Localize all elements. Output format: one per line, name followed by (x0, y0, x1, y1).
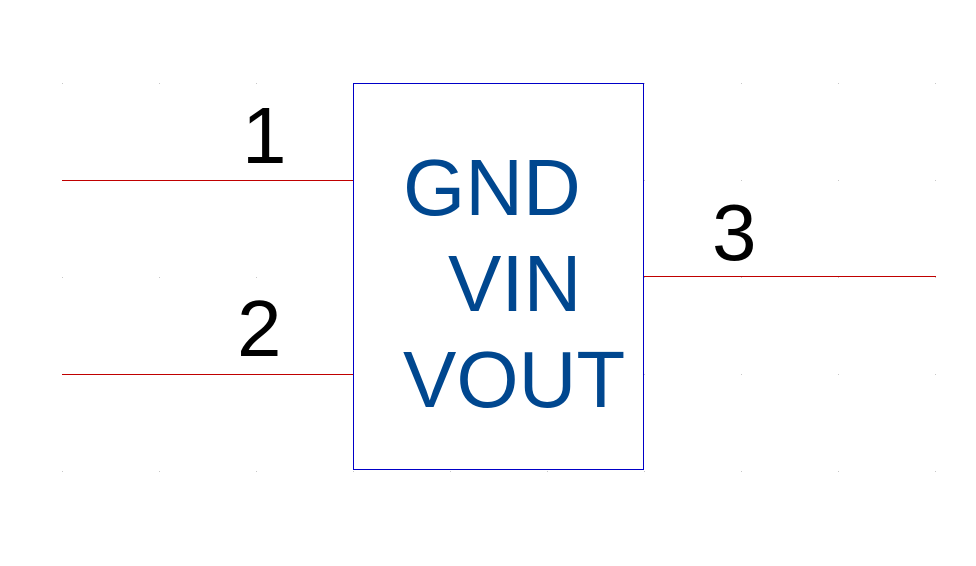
grid-dot (741, 374, 742, 375)
grid-dot (644, 83, 645, 84)
grid-dot (935, 277, 936, 278)
pin-1-number: 1 (242, 91, 287, 180)
grid-dot (838, 180, 839, 181)
pin-2-number: 2 (237, 284, 282, 373)
pin-1-line[interactable] (62, 180, 353, 181)
grid-dot (838, 83, 839, 84)
grid-dot (935, 180, 936, 181)
grid-dot (644, 374, 645, 375)
label-vin: VIN (448, 239, 582, 328)
grid-dot (62, 277, 63, 278)
label-gnd: GND (403, 143, 581, 232)
grid-dot (159, 277, 160, 278)
grid-dot (62, 471, 63, 472)
grid-dot (741, 277, 742, 278)
grid-dot (256, 83, 257, 84)
grid-dot (450, 471, 451, 472)
grid-dot (644, 277, 645, 278)
component-body[interactable] (353, 83, 644, 470)
pin-3-line[interactable] (644, 276, 936, 277)
grid-dot (644, 471, 645, 472)
grid-dot (159, 83, 160, 84)
grid-dot (741, 83, 742, 84)
grid-dot (159, 471, 160, 472)
grid-dot (935, 374, 936, 375)
grid-dot (741, 180, 742, 181)
grid-dot (547, 471, 548, 472)
grid-dot (935, 471, 936, 472)
grid-dot (741, 471, 742, 472)
grid-dot (62, 83, 63, 84)
grid-dot (353, 471, 354, 472)
grid-dot (935, 83, 936, 84)
pin-3-number: 3 (712, 188, 757, 277)
grid-dot (838, 374, 839, 375)
grid-dot (256, 471, 257, 472)
grid-dot (838, 471, 839, 472)
label-vout: VOUT (403, 335, 626, 424)
grid-dot (644, 180, 645, 181)
grid-dot (838, 277, 839, 278)
grid-dot (256, 277, 257, 278)
pin-2-line[interactable] (62, 374, 353, 375)
